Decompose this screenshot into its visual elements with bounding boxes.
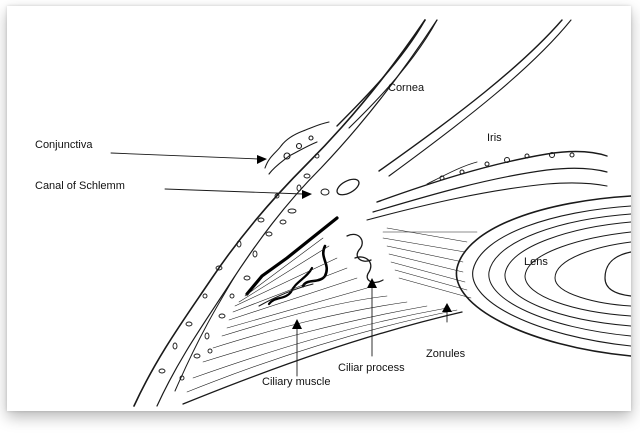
eye-anatomy-diagram — [110, 19, 631, 407]
leader-lines — [110, 152, 448, 377]
sclera — [133, 19, 438, 407]
diagram-frame: Cornea Iris Conjunctiva Canal of Schlemm… — [7, 6, 631, 411]
cornea — [336, 19, 572, 177]
ciliary-muscle — [182, 237, 463, 405]
label-lens: Lens — [524, 256, 548, 268]
label-canal-of-schlemm: Canal of Schlemm — [35, 180, 125, 192]
label-conjunctiva: Conjunctiva — [35, 139, 93, 151]
canal-of-schlemm — [320, 178, 360, 196]
scleral-texture — [158, 153, 320, 381]
conjunctiva — [264, 121, 330, 175]
label-ciliar-process: Ciliar process — [338, 362, 405, 374]
iris — [366, 150, 608, 221]
zonules — [382, 227, 478, 299]
label-iris: Iris — [487, 132, 502, 144]
leader-arrowheads — [257, 155, 452, 329]
label-ciliary-muscle: Ciliary muscle — [262, 376, 331, 388]
lens — [455, 195, 631, 357]
label-zonules: Zonules — [426, 348, 466, 360]
ciliary-body — [245, 216, 384, 307]
label-cornea: Cornea — [388, 82, 425, 94]
